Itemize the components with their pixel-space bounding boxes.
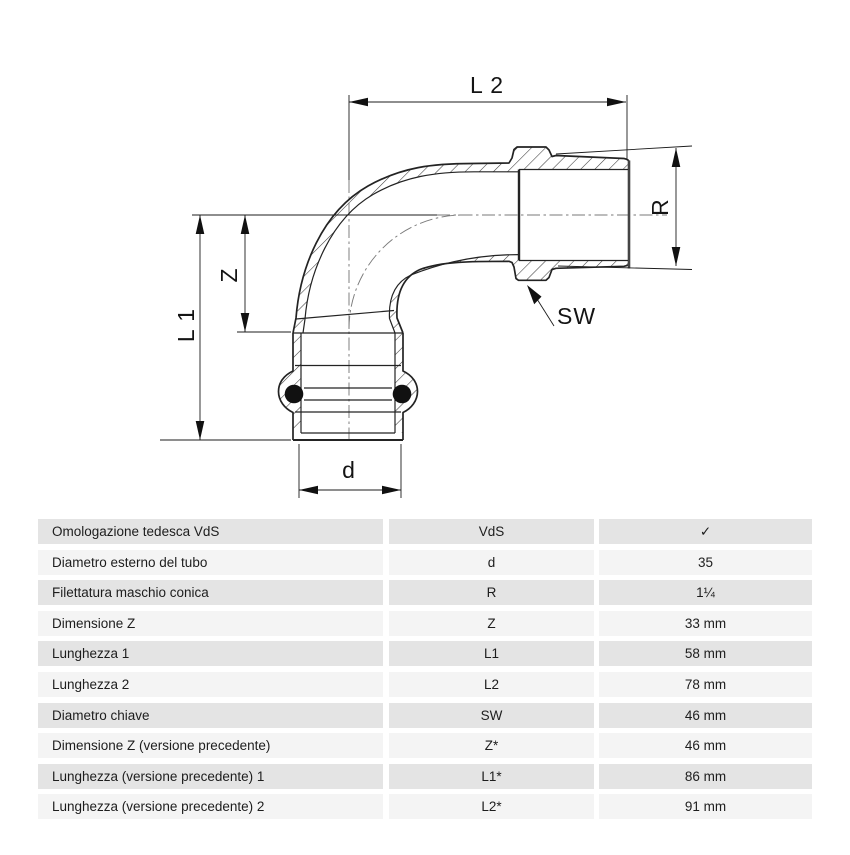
spec-label: Diametro chiave [38, 702, 383, 728]
spec-value: ✓ [599, 519, 812, 544]
spec-symbol: L1* [389, 763, 594, 789]
outer-bottom-profile [396, 260, 630, 334]
table-row: Lunghezza 2 L2 78 mm [38, 671, 812, 697]
spec-value: 78 mm [599, 671, 812, 697]
table-row: Lunghezza (versione precedente) 1 L1* 86… [38, 763, 812, 789]
arrow-l2-right [607, 97, 626, 107]
socket-transition-line [295, 309, 395, 320]
spec-label: Dimensione Z (versione precedente) [38, 733, 383, 759]
arrow-r-bottom [671, 247, 681, 266]
spec-label: Lunghezza (versione precedente) 1 [38, 763, 383, 789]
table-row: Diametro chiave SW 46 mm [38, 702, 812, 728]
spec-label: Filettatura maschio conica [38, 580, 383, 606]
o-ring-right [392, 384, 412, 404]
spec-value: 91 mm [599, 794, 812, 820]
label-sw: SW [557, 303, 596, 329]
spec-label: Diametro esterno del tubo [38, 549, 383, 575]
leader-line-sw [536, 298, 555, 327]
outer-top-profile [292, 146, 630, 334]
arrow-sw [527, 285, 542, 305]
socket-interior-lines [293, 332, 403, 434]
table-row: Diametro esterno del tubo d 35 [38, 549, 812, 575]
spec-value: 35 [599, 549, 812, 575]
arrow-d-right [382, 485, 401, 495]
table-row: Dimensione Z (versione precedente) Z* 46… [38, 733, 812, 759]
table-row: Dimensione Z Z 33 mm [38, 610, 812, 636]
spec-label: Lunghezza 1 [38, 641, 383, 667]
spec-symbol: R [389, 580, 594, 606]
inner-top-wall [302, 171, 519, 334]
spec-table: Omologazione tedesca VdS VdS ✓ Diametro … [38, 519, 812, 825]
spec-symbol: Z* [389, 733, 594, 759]
spec-symbol: Z [389, 610, 594, 636]
spec-label: Omologazione tedesca VdS [38, 519, 383, 544]
spec-symbol: L1 [389, 641, 594, 667]
spec-value: 58 mm [599, 641, 812, 667]
socket-left-outer [277, 333, 294, 440]
arrow-r-top [671, 148, 681, 167]
arrow-l2-left [349, 97, 368, 107]
spec-value: 1¼ [599, 580, 812, 606]
dimension-lines [160, 95, 693, 498]
spec-symbol: L2* [389, 794, 594, 820]
arrow-l1-bottom [195, 421, 205, 440]
spec-value: 86 mm [599, 763, 812, 789]
elbow-outline [277, 146, 631, 441]
arrow-d-left [299, 485, 318, 495]
spec-symbol: SW [389, 702, 594, 728]
ext-line-r-top [555, 145, 693, 155]
spec-value: 46 mm [599, 702, 812, 728]
spec-label: Dimensione Z [38, 610, 383, 636]
inner-bottom-wall [388, 254, 520, 334]
spec-symbol: d [389, 549, 594, 575]
o-ring-left [284, 384, 304, 404]
table-row: Lunghezza (versione precedente) 2 L2* 91… [38, 794, 812, 820]
spec-label: Lunghezza 2 [38, 671, 383, 697]
arrow-z-bottom [240, 313, 250, 332]
spec-label: Lunghezza (versione precedente) 2 [38, 794, 383, 820]
centerline-bend-arc [348, 214, 464, 330]
ext-line-r-bottom [557, 265, 693, 270]
table-row: Lunghezza 1 L1 58 mm [38, 641, 812, 667]
arrow-z-top [240, 215, 250, 234]
label-l1: L 1 [173, 308, 199, 342]
label-r: R [647, 198, 673, 216]
label-d: d [342, 457, 356, 483]
table-row: Filettatura maschio conica R 1¼ [38, 580, 812, 606]
socket-inner-walls [300, 333, 396, 433]
spec-value: 33 mm [599, 610, 812, 636]
label-l2: L 2 [470, 72, 504, 98]
wall-hatching [278, 147, 629, 433]
table-row: Omologazione tedesca VdS VdS ✓ [38, 519, 812, 544]
spec-symbol: L2 [389, 671, 594, 697]
dimension-arrows [195, 97, 681, 495]
label-z: Z [216, 267, 242, 282]
spec-symbol: VdS [389, 519, 594, 544]
spec-value: 46 mm [599, 733, 812, 759]
socket-right-outer [402, 333, 419, 440]
arrow-l1-top [195, 215, 205, 234]
